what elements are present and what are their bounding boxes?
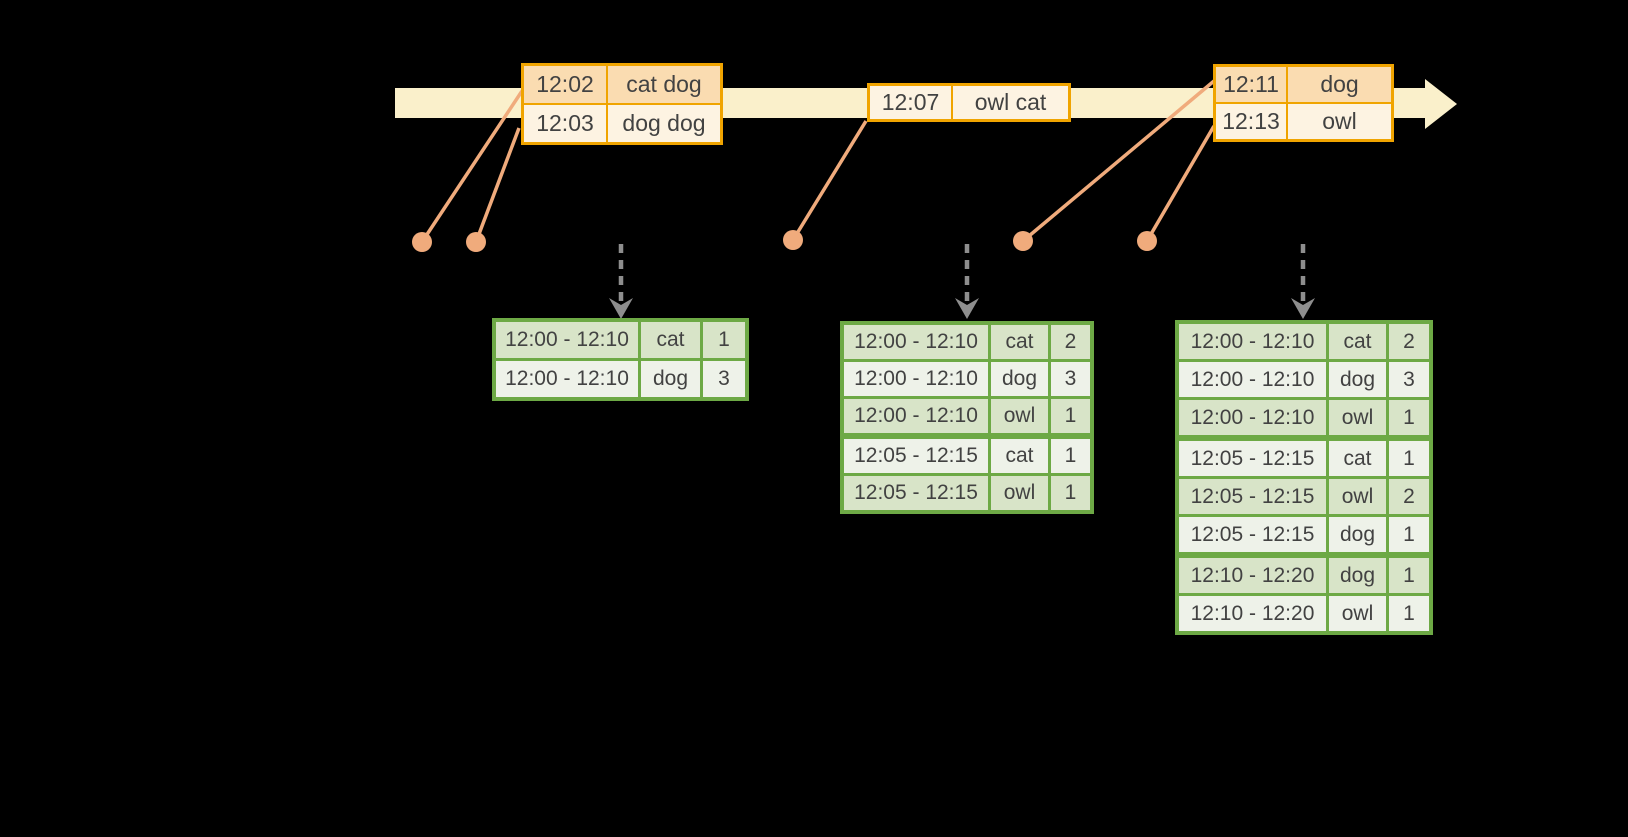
result-word-cell: cat bbox=[1329, 324, 1386, 359]
result-count-cell: 2 bbox=[1389, 324, 1429, 359]
result-window-cell: 12:05 - 12:15 bbox=[1179, 517, 1326, 552]
result-count-cell: 2 bbox=[1051, 325, 1090, 359]
result-window-cell: 12:00 - 12:10 bbox=[844, 325, 988, 359]
result-word-cell: owl bbox=[991, 399, 1048, 433]
result-word-cell: dog bbox=[991, 362, 1048, 396]
event-words-cell: cat dog bbox=[608, 66, 720, 103]
result-window-cell: 12:00 - 12:10 bbox=[1179, 362, 1326, 397]
event-words-cell: owl cat bbox=[953, 86, 1068, 119]
result-word-cell: owl bbox=[991, 476, 1048, 510]
trigger-arrowhead-icon bbox=[955, 298, 979, 319]
result-window-cell: 12:10 - 12:20 bbox=[1179, 596, 1326, 631]
result-window-cell: 12:05 - 12:15 bbox=[1179, 441, 1326, 476]
connector-line bbox=[420, 90, 524, 243]
result-window-cell: 12:00 - 12:10 bbox=[496, 322, 638, 358]
result-word-cell: dog bbox=[1329, 558, 1386, 593]
event-words-cell: owl bbox=[1288, 104, 1391, 139]
event-words-cell: dog dog bbox=[608, 105, 720, 142]
result-count-cell: 1 bbox=[1389, 596, 1429, 631]
result-word-cell: owl bbox=[1329, 596, 1386, 631]
result-count-cell: 1 bbox=[1051, 476, 1090, 510]
event-time-cell: 12:03 bbox=[524, 105, 606, 142]
event-words-cell: dog bbox=[1288, 67, 1391, 102]
result-count-cell: 1 bbox=[703, 322, 745, 358]
timeline-arrowhead-icon bbox=[1425, 79, 1457, 129]
result-window-cell: 12:10 - 12:20 bbox=[1179, 558, 1326, 593]
result-window-cell: 12:00 - 12:10 bbox=[844, 362, 988, 396]
event-time-cell: 12:07 bbox=[870, 86, 951, 119]
event-time-cell: 12:02 bbox=[524, 66, 606, 103]
result-count-cell: 1 bbox=[1051, 439, 1090, 473]
result-word-cell: owl bbox=[1329, 400, 1386, 435]
result-word-cell: owl bbox=[1329, 479, 1386, 514]
connector-line bbox=[1021, 79, 1216, 243]
result-count-cell: 2 bbox=[1389, 479, 1429, 514]
result-count-cell: 3 bbox=[703, 361, 745, 397]
result-word-cell: dog bbox=[641, 361, 700, 397]
result-count-cell: 1 bbox=[1389, 558, 1429, 593]
connector-line bbox=[791, 120, 868, 241]
result-word-cell: dog bbox=[1329, 517, 1386, 552]
event-dot bbox=[412, 232, 432, 252]
result-word-cell: cat bbox=[1329, 441, 1386, 476]
result-count-cell: 3 bbox=[1389, 362, 1429, 397]
result-count-cell: 1 bbox=[1051, 399, 1090, 433]
result-word-cell: cat bbox=[991, 325, 1048, 359]
trigger-arrowhead-icon bbox=[1291, 298, 1315, 319]
result-count-cell: 1 bbox=[1389, 441, 1429, 476]
trigger-arrowhead-icon bbox=[609, 298, 633, 319]
result-word-cell: cat bbox=[641, 322, 700, 358]
event-dot bbox=[783, 230, 803, 250]
result-window-cell: 12:05 - 12:15 bbox=[844, 439, 988, 473]
result-word-cell: dog bbox=[1329, 362, 1386, 397]
connector-line bbox=[474, 127, 521, 243]
event-dot bbox=[1013, 231, 1033, 251]
result-count-cell: 1 bbox=[1389, 400, 1429, 435]
event-time-cell: 12:13 bbox=[1216, 104, 1286, 139]
event-dot bbox=[466, 232, 486, 252]
connector-line bbox=[1145, 125, 1216, 242]
event-time-cell: 12:11 bbox=[1216, 67, 1286, 102]
result-window-cell: 12:00 - 12:10 bbox=[844, 399, 988, 433]
result-window-cell: 12:05 - 12:15 bbox=[844, 476, 988, 510]
result-window-cell: 12:00 - 12:10 bbox=[1179, 324, 1326, 359]
event-dot bbox=[1137, 231, 1157, 251]
result-window-cell: 12:00 - 12:10 bbox=[496, 361, 638, 397]
result-window-cell: 12:00 - 12:10 bbox=[1179, 400, 1326, 435]
result-word-cell: cat bbox=[991, 439, 1048, 473]
result-window-cell: 12:05 - 12:15 bbox=[1179, 479, 1326, 514]
result-count-cell: 3 bbox=[1051, 362, 1090, 396]
result-count-cell: 1 bbox=[1389, 517, 1429, 552]
